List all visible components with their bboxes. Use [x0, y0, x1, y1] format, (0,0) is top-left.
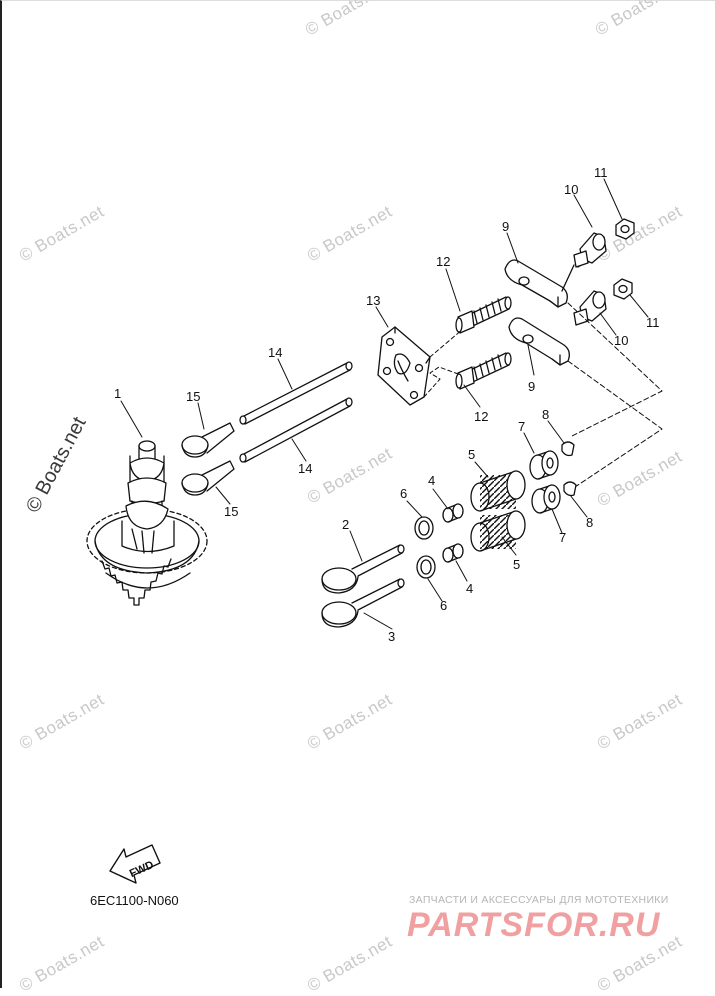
rocker-stud-lower — [455, 352, 512, 390]
callout-10: 10 — [564, 182, 578, 197]
tappet-upper — [181, 422, 235, 458]
push-rod-upper — [239, 361, 353, 425]
callout-7: 7 — [518, 419, 525, 434]
callout-15b: 15 — [224, 504, 238, 519]
banner-tagline: ЗАПЧАСТИ И АКСЕССУАРЫ ДЛЯ МОТОТЕХНИКИ — [409, 894, 669, 906]
spring-retainer-lower — [531, 484, 561, 514]
spring-seat-lower — [416, 555, 436, 579]
valve-cotter-upper — [561, 441, 575, 457]
callout-6: 6 — [400, 486, 407, 501]
callout-9: 9 — [502, 219, 509, 234]
callout-12b: 12 — [474, 409, 488, 424]
callout-2: 2 — [342, 517, 349, 532]
banner-logo: PARTSFOR.RU — [407, 906, 661, 944]
callout-labels: 1 2 3 4 4 5 5 6 6 7 7 8 8 9 9 10 10 11 1… — [114, 165, 660, 644]
pivot-upper — [573, 232, 607, 268]
callout-3: 3 — [388, 629, 395, 644]
cam-gear-teeth — [101, 558, 191, 606]
callout-15: 15 — [186, 389, 200, 404]
callout-12: 12 — [436, 254, 450, 269]
callout-9b: 9 — [528, 379, 535, 394]
callout-5b: 5 — [513, 557, 520, 572]
fwd-arrow: FWD — [109, 844, 161, 884]
callout-4b: 4 — [466, 581, 473, 596]
callout-5: 5 — [468, 447, 475, 462]
callout-11b: 11 — [646, 315, 660, 330]
callout-11: 11 — [594, 165, 608, 180]
exhaust-valve — [321, 578, 405, 628]
valve-spring-upper — [470, 470, 526, 512]
spring-seat-upper — [414, 516, 434, 540]
callout-14: 14 — [268, 345, 282, 360]
callout-8: 8 — [542, 407, 549, 422]
lock-nut-lower — [613, 278, 633, 300]
valve-spring-lower — [470, 510, 526, 552]
push-rod-lower — [239, 397, 353, 463]
stem-seal-upper — [442, 503, 464, 523]
spring-retainer-upper — [529, 450, 559, 480]
intake-valve — [321, 544, 405, 594]
callout-6b: 6 — [440, 598, 447, 613]
callout-4: 4 — [428, 473, 435, 488]
lock-nut-upper — [615, 218, 635, 240]
callout-7b: 7 — [559, 530, 566, 545]
callout-1: 1 — [114, 386, 121, 401]
tappet-lower — [181, 460, 235, 496]
rocker-arm-lower — [508, 317, 570, 366]
callout-10b: 10 — [614, 333, 628, 348]
stem-seal-lower — [442, 543, 464, 563]
callout-14b: 14 — [298, 461, 312, 476]
pivot-lower — [573, 290, 607, 326]
push-rod-guide-plate — [377, 326, 431, 406]
callout-8b: 8 — [586, 515, 593, 530]
callout-13: 13 — [366, 293, 380, 308]
rocker-stud-upper — [455, 296, 512, 334]
camshaft — [86, 440, 208, 606]
valve-cotter-lower — [563, 481, 577, 497]
leader-lines — [120, 178, 649, 630]
drawing-code: 6EC1100-N060 — [90, 893, 179, 908]
